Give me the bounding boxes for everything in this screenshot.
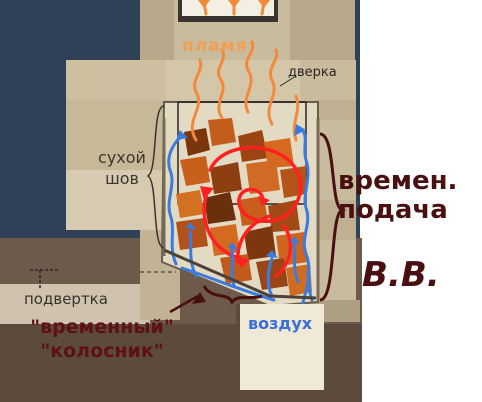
subframe-label: подвертка xyxy=(24,290,108,308)
door-leader xyxy=(279,75,297,87)
air-arrowheads xyxy=(176,124,306,258)
grate-leader xyxy=(169,294,199,314)
temporary-supply-line1: времен. xyxy=(338,166,458,196)
flame-arrowheads xyxy=(198,0,270,8)
air-arrows xyxy=(167,126,314,320)
subframe-leader xyxy=(30,269,58,290)
air-label: воздух xyxy=(248,314,313,333)
chimney xyxy=(140,0,355,60)
dry-seam-brace xyxy=(146,105,165,249)
door-label: дверка xyxy=(288,65,337,80)
floor-band-light xyxy=(0,284,150,324)
air-inlet xyxy=(240,304,324,390)
swirl-arrowheads xyxy=(200,186,270,268)
temporary-grate xyxy=(163,248,317,300)
temporary-supply-line2: подача xyxy=(338,195,448,226)
dry-seam-label: сухой шов xyxy=(98,148,146,188)
flame-label: пламя xyxy=(182,36,248,56)
temporary-grate-label: "временный" "колосник" xyxy=(30,316,174,362)
grate-brace xyxy=(202,285,263,306)
temporary-supply-label: времен. подача xyxy=(338,166,478,226)
vv-label: В.В. xyxy=(362,255,440,295)
temp-supply-brace xyxy=(319,132,347,302)
grate-leader-arrowhead xyxy=(192,292,206,304)
